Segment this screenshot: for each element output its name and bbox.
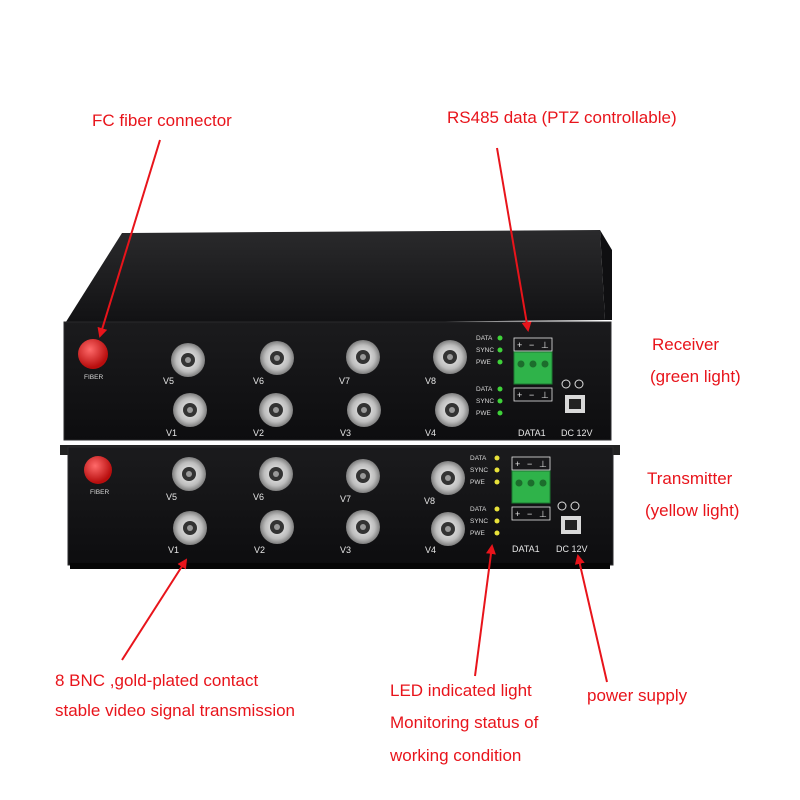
led-label-sync: SYNC bbox=[476, 398, 494, 405]
fc-fiber-label: FC fiber connector bbox=[92, 111, 232, 130]
arrow-power bbox=[574, 554, 608, 683]
led-icon bbox=[497, 398, 503, 404]
channel-label: V3 bbox=[340, 428, 351, 438]
channel-label: V6 bbox=[253, 492, 264, 502]
led-label-data: DATA bbox=[470, 506, 487, 513]
arrow-bnc bbox=[121, 558, 188, 661]
led-icon bbox=[497, 410, 503, 416]
channel-label: V7 bbox=[339, 376, 350, 386]
led-label-sync: SYNC bbox=[470, 518, 488, 525]
receiver-top-face bbox=[64, 230, 605, 325]
terminal-sign-minus: − bbox=[529, 390, 534, 400]
terminal-sign-minus: − bbox=[527, 509, 532, 519]
receiver-led-group: DATA SYNC PWE DATA SYNC PWE bbox=[476, 335, 503, 417]
transmitter-rs485-terminal: + − ⊥ + − ⊥ DATA1 bbox=[511, 456, 551, 554]
receiver-bnc-row-top: V5 V6 V7 V8 bbox=[163, 340, 467, 386]
channel-label: V6 bbox=[253, 376, 264, 386]
terminal-sign-plus: + bbox=[515, 459, 520, 469]
channel-label: V7 bbox=[340, 494, 351, 504]
receiver-bnc-row-bottom: V1 V2 V3 V4 bbox=[166, 393, 469, 438]
terminal-sign-minus: − bbox=[527, 459, 532, 469]
terminal-sign-ground: ⊥ bbox=[541, 390, 549, 400]
transmitter-fiber-text: FIBER bbox=[90, 489, 109, 496]
led-icon bbox=[494, 506, 500, 512]
bnc-label: 8 BNC ,gold-plated contact stable video … bbox=[55, 668, 295, 725]
dc-label: DC 12V bbox=[561, 428, 593, 438]
channel-label: V8 bbox=[424, 496, 435, 506]
receiver-light: (green light) bbox=[650, 367, 741, 387]
terminal-sign-plus: + bbox=[517, 340, 522, 350]
transmitter-unit bbox=[60, 445, 620, 569]
transmitter-dc-power-jack: DC 12V bbox=[556, 501, 588, 554]
bnc-line2: stable video signal transmission bbox=[55, 701, 296, 721]
led-line1: LED indicated light bbox=[390, 681, 532, 700]
arrow-led bbox=[474, 544, 496, 677]
arrow-rs485 bbox=[496, 147, 532, 332]
transmitter-front-panel bbox=[67, 446, 614, 566]
bnc-line1: 8 BNC ,gold-plated contact bbox=[55, 671, 259, 690]
receiver-unit bbox=[63, 230, 612, 441]
led-icon bbox=[497, 347, 503, 353]
led-label-sync: SYNC bbox=[470, 467, 488, 474]
transmitter-label: Transmitter (yellow light) bbox=[645, 466, 739, 525]
led-label-pwe: PWE bbox=[476, 410, 491, 417]
led-label-pwe: PWE bbox=[476, 359, 491, 366]
annotation-arrows bbox=[97, 139, 608, 683]
channel-label: V8 bbox=[425, 376, 436, 386]
led-icon bbox=[497, 335, 503, 341]
receiver-dc-power-jack: DC 12V bbox=[561, 379, 593, 438]
dc-label: DC 12V bbox=[556, 544, 588, 554]
channel-label: V2 bbox=[253, 428, 264, 438]
receiver-fiber-text: FIBER bbox=[84, 374, 103, 381]
led-label-pwe: PWE bbox=[470, 479, 485, 486]
data-port-label: DATA1 bbox=[512, 544, 540, 554]
rs485-label: RS485 data (PTZ controllable) bbox=[447, 108, 677, 127]
channel-label: V5 bbox=[163, 376, 174, 386]
led-icon bbox=[494, 479, 500, 485]
led-line2: Monitoring status of bbox=[390, 713, 539, 733]
receiver-fiber-connector: FIBER bbox=[78, 339, 108, 381]
terminal-sign-ground: ⊥ bbox=[539, 509, 547, 519]
led-icon bbox=[497, 359, 503, 365]
terminal-sign-ground: ⊥ bbox=[541, 340, 549, 350]
led-label-data: DATA bbox=[476, 335, 493, 342]
led-icon bbox=[497, 386, 503, 392]
channel-label: V1 bbox=[168, 545, 179, 555]
led-label-data: DATA bbox=[470, 455, 487, 462]
transmitter-led-group: DATA SYNC PWE DATA SYNC PWE bbox=[470, 455, 500, 537]
transmitter-bnc-row-top: V5 V6 V7 V8 bbox=[166, 457, 465, 506]
data-port-label: DATA1 bbox=[518, 428, 546, 438]
led-label-pwe: PWE bbox=[470, 530, 485, 537]
receiver-label: Receiver (green light) bbox=[650, 332, 741, 391]
channel-label: V2 bbox=[254, 545, 265, 555]
power-supply-label: power supply bbox=[587, 686, 688, 705]
channel-label: V5 bbox=[166, 492, 177, 502]
channel-label: V4 bbox=[425, 545, 436, 555]
transmitter-light: (yellow light) bbox=[645, 501, 740, 521]
channel-label: V3 bbox=[340, 545, 351, 555]
led-label: LED indicated light Monitoring status of… bbox=[390, 678, 538, 769]
led-label-data: DATA bbox=[476, 386, 493, 393]
led-icon bbox=[494, 467, 500, 473]
channel-label: V1 bbox=[166, 428, 177, 438]
terminal-sign-ground: ⊥ bbox=[539, 459, 547, 469]
led-icon bbox=[494, 518, 500, 524]
receiver-rs485-terminal: + − ⊥ + − ⊥ DATA1 bbox=[513, 337, 553, 438]
led-icon bbox=[494, 455, 500, 461]
transmitter-title: Transmitter bbox=[647, 469, 733, 488]
transmitter-bnc-row-bottom: V1 V2 V3 V4 bbox=[168, 510, 465, 555]
led-line3: working condition bbox=[390, 745, 522, 765]
terminal-sign-minus: − bbox=[529, 340, 534, 350]
led-icon bbox=[494, 530, 500, 536]
led-label-sync: SYNC bbox=[476, 347, 494, 354]
channel-label: V4 bbox=[425, 428, 436, 438]
terminal-sign-plus: + bbox=[517, 390, 522, 400]
terminal-sign-plus: + bbox=[515, 509, 520, 519]
receiver-title: Receiver bbox=[652, 335, 720, 354]
transmitter-fiber-connector: FIBER bbox=[84, 456, 112, 496]
arrow-fc-fiber bbox=[97, 139, 161, 338]
